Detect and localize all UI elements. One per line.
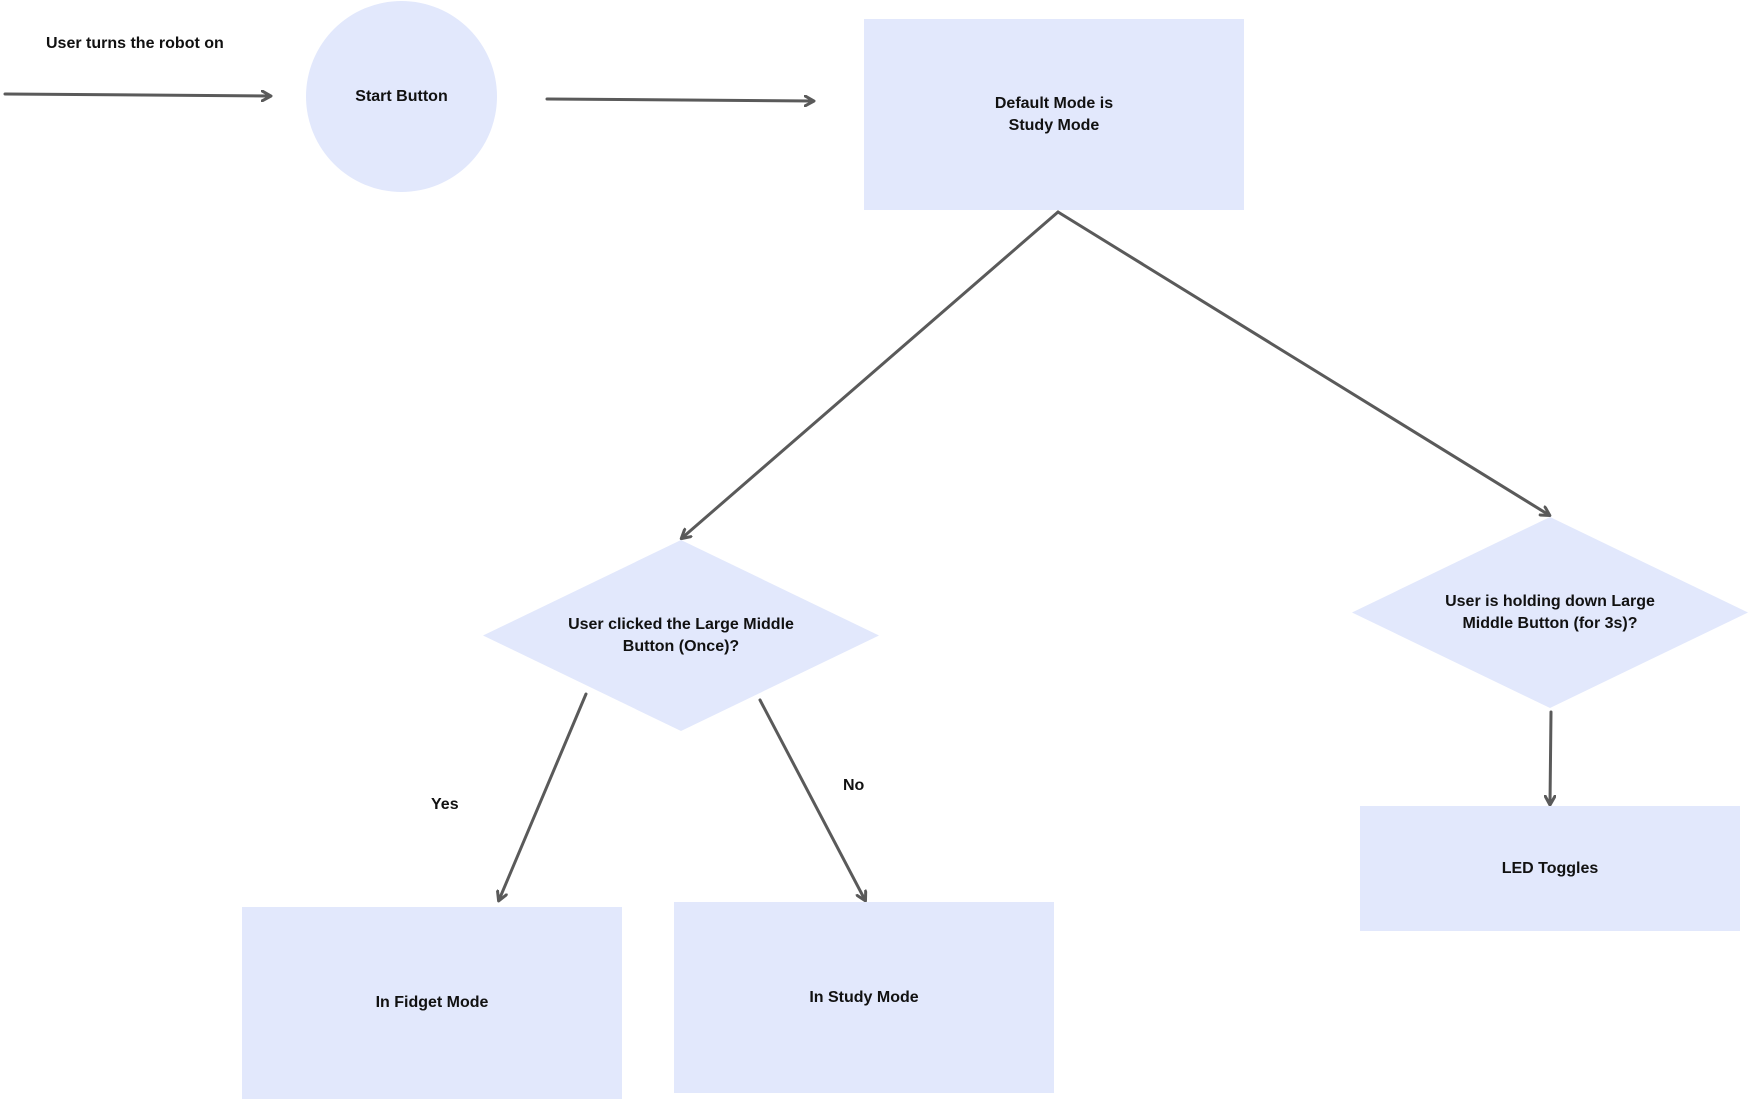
start-button-node[interactable]: Start Button <box>306 1 497 192</box>
default-mode-label: Default Mode is Study Mode <box>994 94 1114 134</box>
click-decision-shape <box>483 540 879 731</box>
fidget-mode-node[interactable]: In Fidget Mode <box>242 907 622 1099</box>
entry-label: User turns the robot on <box>46 35 224 52</box>
arrow-entry-to-start <box>3 94 270 96</box>
led-toggles-node[interactable]: LED Toggles <box>1360 806 1740 931</box>
hold-decision-label: User is holding down Large Middle Button… <box>1445 592 1655 632</box>
arrow-yes-to-fidget <box>499 692 588 900</box>
study-mode-label: In Study Mode <box>809 988 919 1006</box>
hold-decision-node[interactable]: User is holding down Large Middle Button… <box>1352 517 1748 708</box>
arrow-default-to-click-decision <box>682 210 1060 538</box>
start-button-label: Start Button <box>355 87 448 105</box>
default-mode-node[interactable]: Default Mode is Study Mode <box>864 19 1244 210</box>
edge-label-yes: Yes <box>431 796 459 813</box>
hold-decision-shape <box>1352 517 1748 708</box>
fidget-mode-label: In Fidget Mode <box>375 994 489 1011</box>
study-mode-node[interactable]: In Study Mode <box>674 902 1054 1093</box>
click-decision-label: User clicked the Large Middle Button (On… <box>568 615 794 655</box>
arrow-hold-to-led <box>1550 710 1551 804</box>
arrow-start-to-default <box>545 99 813 101</box>
click-decision-node[interactable]: User clicked the Large Middle Button (On… <box>483 540 879 731</box>
edge-label-no: No <box>843 777 865 794</box>
arrow-default-to-hold-decision <box>1056 210 1549 515</box>
arrow-no-to-study <box>758 698 865 900</box>
led-toggles-label: LED Toggles <box>1501 859 1599 877</box>
